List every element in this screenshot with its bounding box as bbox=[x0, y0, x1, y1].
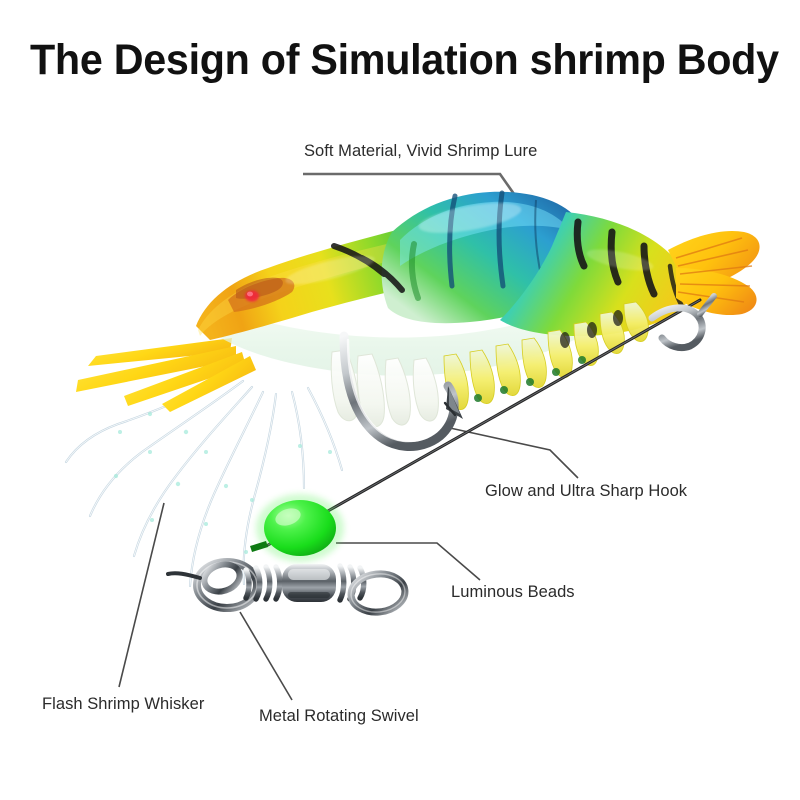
leader-flash-whisker bbox=[118, 502, 165, 688]
callout-label-soft-material: Soft Material, Vivid Shrimp Lure bbox=[304, 142, 538, 160]
leader-metal-swivel bbox=[239, 611, 293, 701]
metal-swivel-icon bbox=[166, 558, 409, 616]
rostrum-antennae bbox=[76, 338, 256, 412]
shrimp-abdomen bbox=[500, 212, 688, 336]
callout-label-metal-swivel: Metal Rotating Swivel bbox=[259, 707, 419, 725]
callout-label-luminous-beads: Luminous Beads bbox=[451, 583, 575, 601]
flash-whisker-icon bbox=[64, 372, 344, 588]
leader-glow-hook bbox=[449, 427, 579, 479]
callout-label-flash-whisker: Flash Shrimp Whisker bbox=[42, 695, 205, 713]
page-title: The Design of Simulation shrimp Body bbox=[30, 36, 779, 84]
shrimp-eye bbox=[245, 290, 259, 302]
leader-luminous-beads bbox=[336, 542, 481, 581]
luminous-bead-icon bbox=[250, 494, 344, 562]
shrimp-head bbox=[196, 226, 430, 340]
shrimp-lure-icon bbox=[76, 190, 760, 428]
shrimp-legs bbox=[330, 301, 649, 428]
callout-label-glow-hook: Glow and Ultra Sharp Hook bbox=[485, 482, 688, 500]
fish-hook-icon bbox=[339, 293, 717, 451]
